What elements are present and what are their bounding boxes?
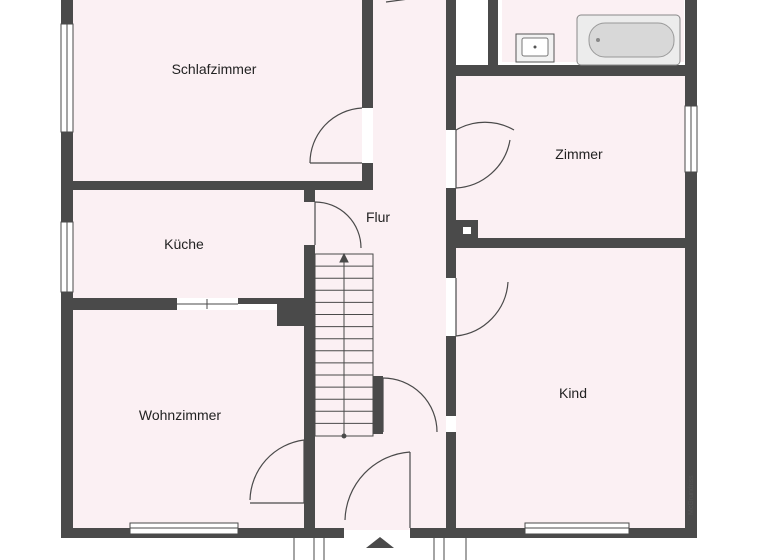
door-zimmer: [455, 121, 515, 189]
wall-schlaf-bottom: [61, 181, 373, 190]
credit-text: McGrundriss: [688, 475, 695, 515]
kitchen-opening: [177, 299, 238, 309]
room-label-schlafzimmer: Schlafzimmer: [172, 61, 257, 77]
stair-arrow: [339, 252, 349, 439]
wall-bad-bottom: [446, 65, 697, 76]
door-entry: [344, 451, 411, 528]
room-label-kind: Kind: [559, 385, 587, 401]
floor-areas: [73, 0, 685, 530]
floor-zimmer: [456, 76, 685, 238]
wall-flur-right-mid: [446, 188, 456, 278]
door-stair: [314, 201, 362, 249]
entrance-steps: [293, 538, 467, 560]
wall-schlaf-right: [362, 0, 373, 108]
wall-wohn-right-low: [304, 440, 315, 538]
wall-flur-right-low: [446, 336, 456, 416]
wall-kueche-bottom-right: [238, 298, 304, 304]
wall-outer-right: [685, 0, 697, 538]
wall-chimney: [277, 298, 304, 326]
doors: [249, 0, 515, 528]
wall-bottom-mid: [410, 528, 458, 538]
floor-kind: [456, 248, 685, 528]
wall-stair-right-post: [373, 376, 383, 434]
wall-stair-left-main: [304, 245, 315, 440]
floor-schlafzimmer: [73, 0, 362, 181]
floor-flur: [373, 0, 446, 530]
door-schlafzimmer: [309, 107, 363, 164]
wall-zimmer-kind: [446, 238, 697, 248]
windows: [60, 23, 698, 535]
door-kind: [455, 278, 509, 337]
floor-wohnzimmer: [73, 310, 304, 528]
door-wohnzimmer: [249, 439, 305, 504]
floor-kueche: [73, 190, 304, 298]
room-label-wohnzimmer: Wohnzimmer: [139, 407, 222, 423]
entrance-arrow: [366, 537, 394, 548]
room-label-kueche: Küche: [164, 236, 204, 252]
room-label-flur: Flur: [366, 209, 390, 225]
wall-flur-right-bottom: [446, 432, 456, 538]
wall-schlaf-right-lower: [362, 163, 373, 188]
duct: [456, 220, 478, 238]
wall-kueche-bottom-left: [61, 298, 177, 310]
wall-bad-left: [488, 0, 498, 66]
sink: [515, 33, 555, 63]
wall-stair-left: [304, 190, 315, 202]
door-top: [385, 0, 406, 3]
door-flur-lower: [382, 377, 438, 433]
bathtub: [576, 14, 681, 66]
wall-entry-left: [304, 528, 344, 538]
room-label-zimmer: Zimmer: [555, 146, 603, 162]
